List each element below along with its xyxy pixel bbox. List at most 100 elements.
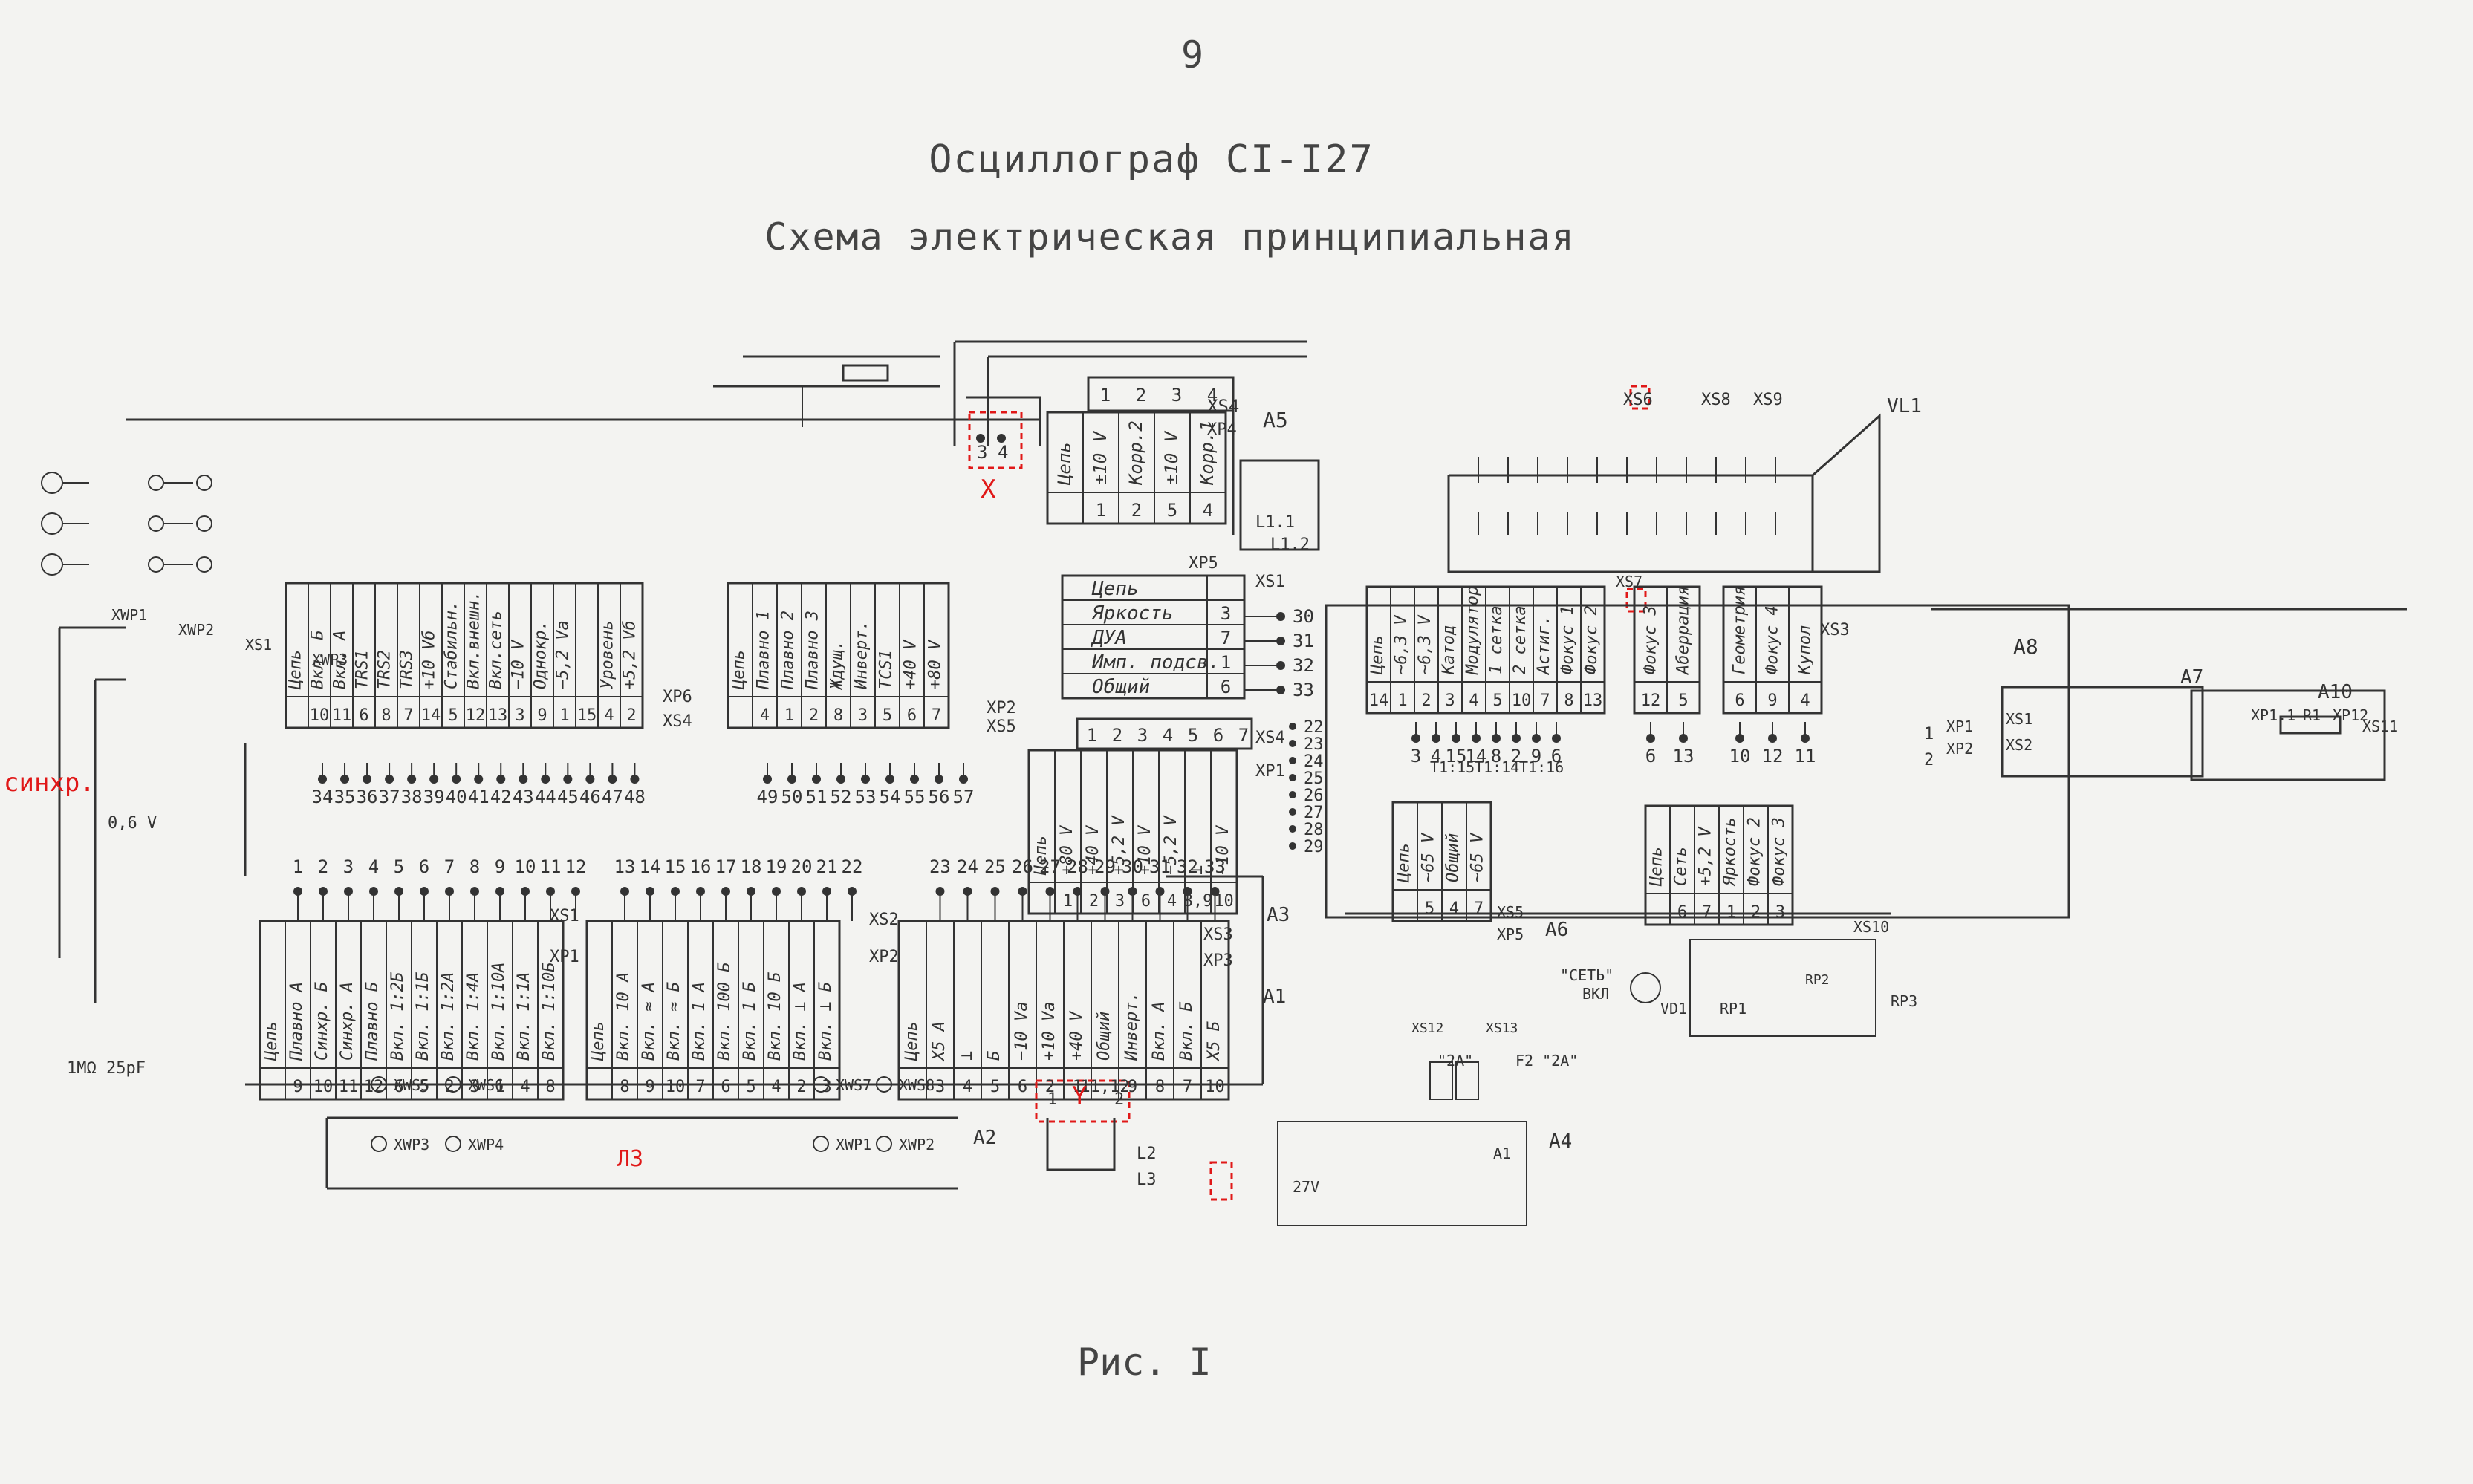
terminal-dot [997, 434, 1006, 443]
table-cell: Б [985, 1050, 1004, 1061]
connector-label: XP1 [1946, 717, 1973, 735]
top-number: 29 [1094, 856, 1116, 877]
connector-label: XS8 [1701, 391, 1731, 409]
table-cell: −10 V [510, 639, 528, 689]
top-number: 22 [842, 856, 863, 877]
terminal-dot [363, 775, 372, 784]
table-pin: 12 [466, 706, 486, 725]
xs1-row: Общий [1092, 676, 1150, 698]
table-cell: Вкл. 100 Б [715, 962, 734, 1061]
top-number: 13 [614, 856, 636, 877]
connector-label: XS1 [550, 907, 579, 925]
table-pin: 7 [1702, 903, 1712, 922]
terminal-dot [1646, 734, 1655, 743]
y-marker: Y [1072, 1081, 1087, 1111]
table-cell: Купол [1796, 625, 1815, 675]
pot-label: RP1 [1720, 1000, 1746, 1018]
x-marker-box [968, 411, 1023, 469]
terminal-dot [385, 775, 394, 784]
table-cell: Инверт. [1122, 992, 1141, 1061]
table-cell: Фокус 1 [1559, 605, 1577, 674]
table-pin: 8 [1155, 1078, 1165, 1096]
table-cell: Уровень [599, 620, 617, 689]
a5-table [1046, 411, 1227, 525]
connector-label: XS12 [1411, 1021, 1443, 1036]
output-number: 15 [1446, 746, 1467, 767]
table-pin: 4 [1800, 691, 1810, 710]
xs1-out: 30 [1293, 606, 1314, 627]
table-cell: +5,2 V [1696, 826, 1715, 886]
output-number: 2 [1511, 746, 1521, 767]
terminal-dot [797, 887, 806, 896]
output-number: 13 [1673, 746, 1694, 767]
terminal-dot [470, 887, 479, 896]
terminal-dot [836, 775, 845, 784]
connector-label: XS1 [2006, 710, 2032, 728]
output-number: 39 [423, 787, 445, 807]
connector-ring [148, 556, 164, 573]
a3c-table [1722, 585, 1823, 715]
connector-ring [196, 515, 212, 532]
wire [1046, 1118, 1116, 1171]
connector-label: XS7 [1616, 573, 1642, 590]
sync-label: синхр. [4, 768, 95, 798]
table-pin: 9 [645, 1078, 654, 1096]
table-pin: 4 [771, 1078, 781, 1096]
terminal-dot [1768, 734, 1777, 743]
power-out: 26 [1304, 787, 1324, 805]
output-number: 48 [624, 787, 646, 807]
table-cell: Вкл. ⊥ Б [816, 981, 835, 1061]
terminal-dot [822, 887, 831, 896]
pot-label: RP2 [1805, 972, 1830, 988]
terminal-dot [1289, 774, 1296, 781]
table-cell: Астиг. [1535, 616, 1553, 676]
table-cell: ~65 V [1468, 832, 1486, 882]
table-cell: ±10 V [1161, 430, 1182, 485]
table-pin: 3 [469, 1078, 479, 1096]
table-cell: TRS1 [354, 650, 372, 689]
table-pin: 7 [695, 1078, 705, 1096]
connector-ring [876, 1076, 892, 1093]
top-number: 27 [1039, 856, 1061, 877]
terminal-dot [1128, 887, 1137, 896]
table-cell: Синхр. А [338, 982, 357, 1061]
terminal-dot [935, 887, 945, 896]
table-pin: 11 [339, 1078, 359, 1096]
table-pin: 4 [520, 1078, 530, 1096]
table-pin: 11,12 [1080, 1078, 1129, 1096]
transformer-tap: T1:15 [1430, 758, 1475, 776]
terminal-dot [608, 775, 617, 784]
table-cell: +10 Vа [1040, 1002, 1059, 1061]
connector-ring [813, 1136, 829, 1152]
power-out: 22 [1304, 718, 1324, 737]
fuse-label: "2A" [1437, 1052, 1473, 1070]
terminal-dot [546, 887, 555, 896]
terminal-dot [452, 775, 461, 784]
sync-voltage: 0,6 V [108, 814, 157, 833]
top-number: 32 [1177, 856, 1198, 877]
table-pin: 8 [833, 706, 843, 725]
output-number: 14 [1466, 746, 1487, 767]
table-cell: Цепь [1368, 635, 1387, 675]
connector-ring [196, 475, 212, 491]
top-number: 14 [640, 856, 661, 877]
table-cell: +40 V [1084, 824, 1102, 875]
connector-label: XS11 [2362, 717, 2398, 735]
table-pin: 5 [1425, 899, 1434, 918]
tube-label: VL1 [1887, 395, 1922, 417]
table-pin: 2 [796, 1078, 806, 1096]
terminal-dot [772, 887, 781, 896]
table-pin: 5 [746, 1078, 755, 1096]
output-number: 6 [1551, 746, 1562, 767]
table-pin: 7 [403, 706, 413, 725]
top-number: 21 [816, 856, 838, 877]
table-pin: 6 [1677, 903, 1687, 922]
table-cell: Цепь [1054, 442, 1075, 486]
block-label: A5 [1263, 408, 1288, 432]
table-cell: Вкл.сеть [487, 611, 506, 689]
coil-label: L1.2 [1270, 536, 1310, 554]
pin-number: 4 [998, 442, 1008, 463]
terminal-dot [563, 775, 573, 784]
block-label: A4 [1549, 1130, 1572, 1153]
table-header: 2 [1136, 385, 1146, 406]
